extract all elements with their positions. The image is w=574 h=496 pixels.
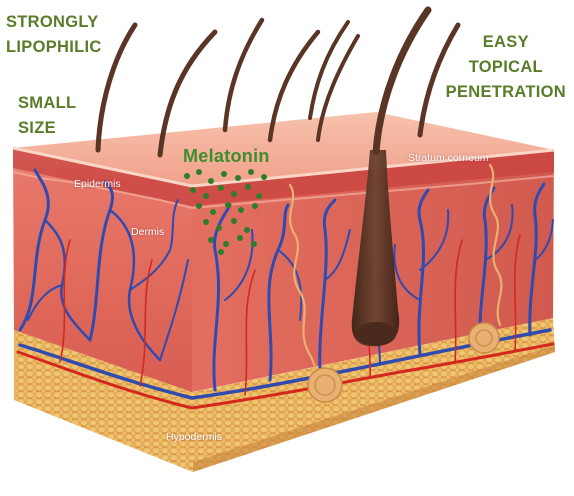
melatonin-dot	[196, 169, 202, 175]
melatonin-dot	[210, 209, 216, 215]
melatonin-dot	[218, 185, 224, 191]
melatonin-dot	[196, 203, 202, 209]
sweat-gland	[308, 368, 342, 402]
melatonin-dot	[221, 171, 227, 177]
claim-line: LIPOPHILIC	[6, 35, 102, 60]
claim-strongly-lipophilic: STRONGLY LIPOPHILIC	[6, 10, 102, 60]
epidermis-label: Epidermis	[74, 178, 121, 190]
melatonin-dot	[203, 193, 209, 199]
hypodermis-label: Hypodermis	[166, 431, 222, 443]
melatonin-dot	[252, 203, 258, 209]
sweat-gland	[469, 323, 499, 353]
claim-small-size: SMALL SIZE	[18, 91, 76, 141]
melatonin-dot	[208, 237, 214, 243]
melatonin-dot	[225, 202, 231, 208]
melatonin-dot	[231, 191, 237, 197]
melatonin-dot	[184, 173, 190, 179]
melatonin-dot	[244, 227, 250, 233]
hair-bulb	[356, 322, 396, 346]
melatonin-label: Melatonin	[183, 146, 270, 167]
melatonin-dot	[238, 207, 244, 213]
melatonin-dot	[231, 218, 237, 224]
melatonin-dot	[245, 184, 251, 190]
claim-line: SIZE	[18, 116, 76, 141]
melatonin-dot	[235, 175, 241, 181]
melatonin-dot	[223, 241, 229, 247]
melatonin-dot	[237, 235, 243, 241]
claim-line: EASY	[446, 30, 566, 55]
melatonin-dot	[208, 178, 214, 184]
stratum-corneum-label: Stratum corneum	[408, 152, 489, 164]
claim-line: PENETRATION	[446, 80, 566, 105]
melatonin-dot	[203, 219, 209, 225]
melatonin-dot	[256, 193, 262, 199]
melatonin-dot	[218, 249, 224, 255]
claim-line: SMALL	[18, 91, 76, 116]
claim-line: STRONGLY	[6, 10, 102, 35]
melatonin-dot	[248, 169, 254, 175]
claim-line: TOPICAL	[446, 55, 566, 80]
claim-easy-topical-penetration: EASY TOPICAL PENETRATION	[446, 30, 566, 105]
melatonin-dot	[216, 225, 222, 231]
melatonin-dot	[261, 174, 267, 180]
dermis-label: Dermis	[131, 226, 164, 238]
melatonin-dot	[251, 241, 257, 247]
melatonin-dot	[190, 187, 196, 193]
